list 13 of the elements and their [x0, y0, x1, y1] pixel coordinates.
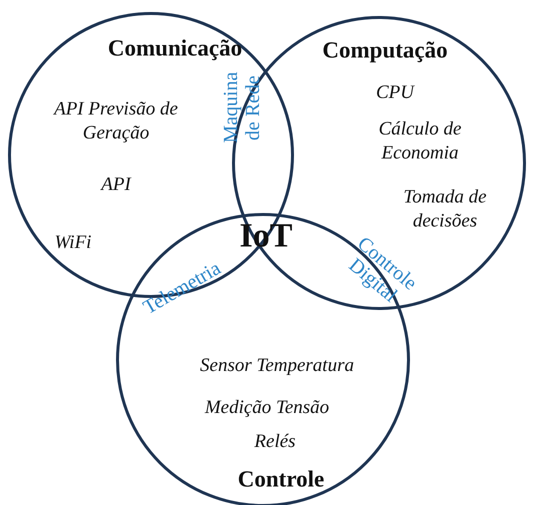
circle-heading: Controle — [238, 466, 324, 494]
item-text: Medição Tensão — [204, 396, 330, 420]
item-text: API Previsão de Geração — [52, 97, 179, 145]
item-text: Relés — [254, 430, 296, 454]
item-text: WiFi — [54, 231, 92, 255]
item-text: Sensor Temperatura — [200, 354, 354, 378]
overlap-label: Maquina de Rede — [220, 73, 264, 143]
item-text: CPU — [376, 81, 414, 105]
item-text: Tomada de decisões — [402, 185, 488, 233]
circle-heading: Comunicação — [108, 34, 242, 63]
item-text: Cálculo de Economia — [378, 117, 462, 165]
circle-heading: Computação — [322, 36, 448, 65]
item-text: API — [101, 173, 131, 197]
